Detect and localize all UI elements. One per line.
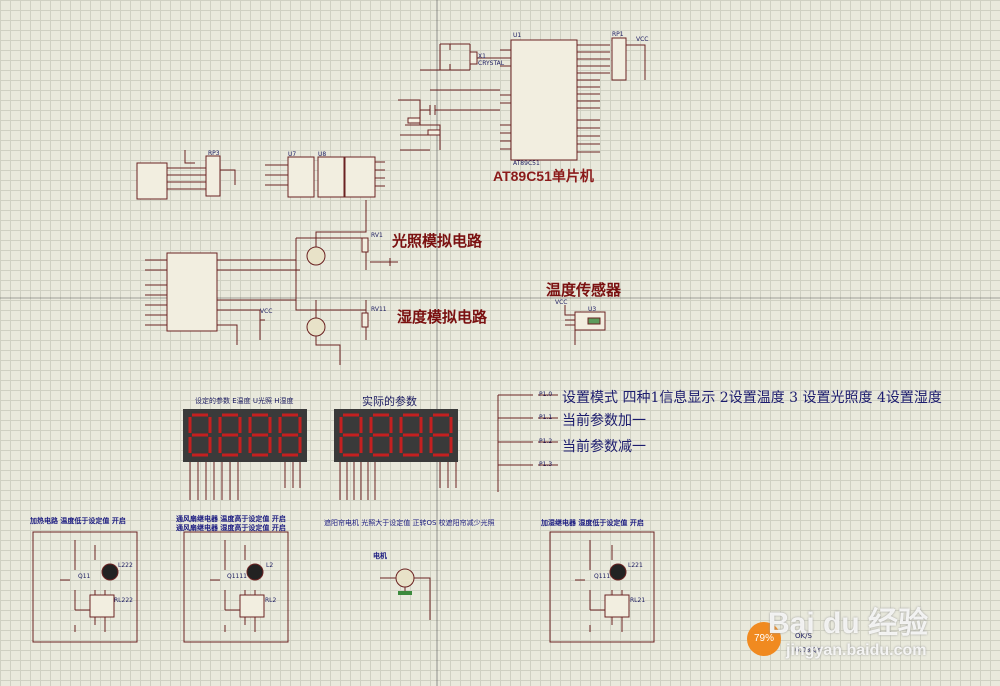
rp3-ref: RP3 xyxy=(208,150,220,157)
q11-ref: Q11 xyxy=(78,573,91,580)
rv11 xyxy=(361,312,369,328)
mcu-ref: U1 xyxy=(513,32,522,39)
rv11-ref: RV11 xyxy=(371,306,387,313)
rv1-ref: RV1 xyxy=(371,232,383,239)
watermark-brand: Bai du 经验 xyxy=(768,607,929,640)
crystal xyxy=(469,51,478,65)
chip-u7 xyxy=(287,156,315,198)
humidifier-label: 加湿继电器 湿度低于设定值 开启 xyxy=(541,519,644,527)
increment-description: 当前参数加一 xyxy=(562,413,646,429)
humidity-sensor-lamp xyxy=(306,317,326,337)
fan2-label: 通风扇继电器 湿度高于设定值 开启 xyxy=(176,524,286,532)
chip-u8 xyxy=(317,156,345,198)
fan-label: 通风扇继电器 温度高于设定值 开启 xyxy=(176,515,286,523)
vcc-3: VCC xyxy=(555,299,568,306)
button-p11: P1.1 xyxy=(539,414,553,421)
rl21-ref: RL21 xyxy=(630,597,646,604)
l221-ref: L221 xyxy=(628,562,643,569)
rl222-ref: RL222 xyxy=(114,597,133,604)
button-p12: P1.2 xyxy=(539,438,553,445)
u7-ref: U7 xyxy=(288,151,297,158)
heater-label: 加热电路 温度低于设定值 开启 xyxy=(30,517,126,525)
crystal-ref: X1 xyxy=(478,53,486,60)
motor-reading: 0.03K/s xyxy=(795,646,822,654)
l2-ref: L2 xyxy=(266,562,274,569)
l222-ref: L222 xyxy=(118,562,133,569)
motor xyxy=(395,568,415,588)
heater-box xyxy=(32,531,138,643)
set-params-label: 设定的参数 E温度 U光照 H湿度 xyxy=(195,397,294,405)
motor-label: 电机 xyxy=(373,552,387,560)
u3-ref: U3 xyxy=(588,306,597,313)
humidifier-box xyxy=(549,531,655,643)
vcc-1: VCC xyxy=(636,36,649,43)
rv1 xyxy=(361,237,369,253)
decrement-description: 当前参数减一 xyxy=(562,439,646,455)
dip-switch xyxy=(344,156,376,198)
rp1-resnet xyxy=(611,37,627,81)
mcu-part: AT89C51 xyxy=(513,160,540,167)
adc-chip xyxy=(166,252,218,332)
u8-ref: U8 xyxy=(318,151,327,158)
chip-u9 xyxy=(136,162,168,200)
zoom-badge[interactable]: 79% xyxy=(747,622,781,656)
crystal-val: CRYSTAL xyxy=(478,60,505,67)
curtain-label: 遮阳帘电机 光照大于设定值 正转OS 校遮阳帘减少光照 xyxy=(324,519,495,527)
vcc-2: VCC xyxy=(260,308,273,315)
motor-status: OK/S xyxy=(795,632,812,640)
mcu-title: AT89C51单片机 xyxy=(493,168,594,184)
button-p13: P1.3 xyxy=(539,461,553,468)
fan-box xyxy=(183,531,289,643)
actual-params-label: 实际的参数 xyxy=(362,395,417,408)
light-circuit-label: 光照模拟电路 xyxy=(392,232,483,250)
q1111-ref: Q1111 xyxy=(227,573,247,580)
humidity-circuit-label: 湿度模拟电路 xyxy=(397,308,488,326)
button-p10: P1.0 xyxy=(539,391,553,398)
temp-sensor-label: 温度传感器 xyxy=(546,281,622,299)
rp1-ref: RP1 xyxy=(612,31,624,38)
rp3-resnet xyxy=(205,155,221,197)
light-sensor-lamp xyxy=(306,246,326,266)
rl2-ref: RL2 xyxy=(265,597,277,604)
mcu-chip xyxy=(510,39,578,161)
q111-ref: Q111 xyxy=(594,573,611,580)
watermark-url: jingyan.baidu.com xyxy=(786,642,927,659)
mode-description: 设置模式 四种1信息显示 2设置温度 3 设置光照度 4设置湿度 xyxy=(562,390,942,406)
